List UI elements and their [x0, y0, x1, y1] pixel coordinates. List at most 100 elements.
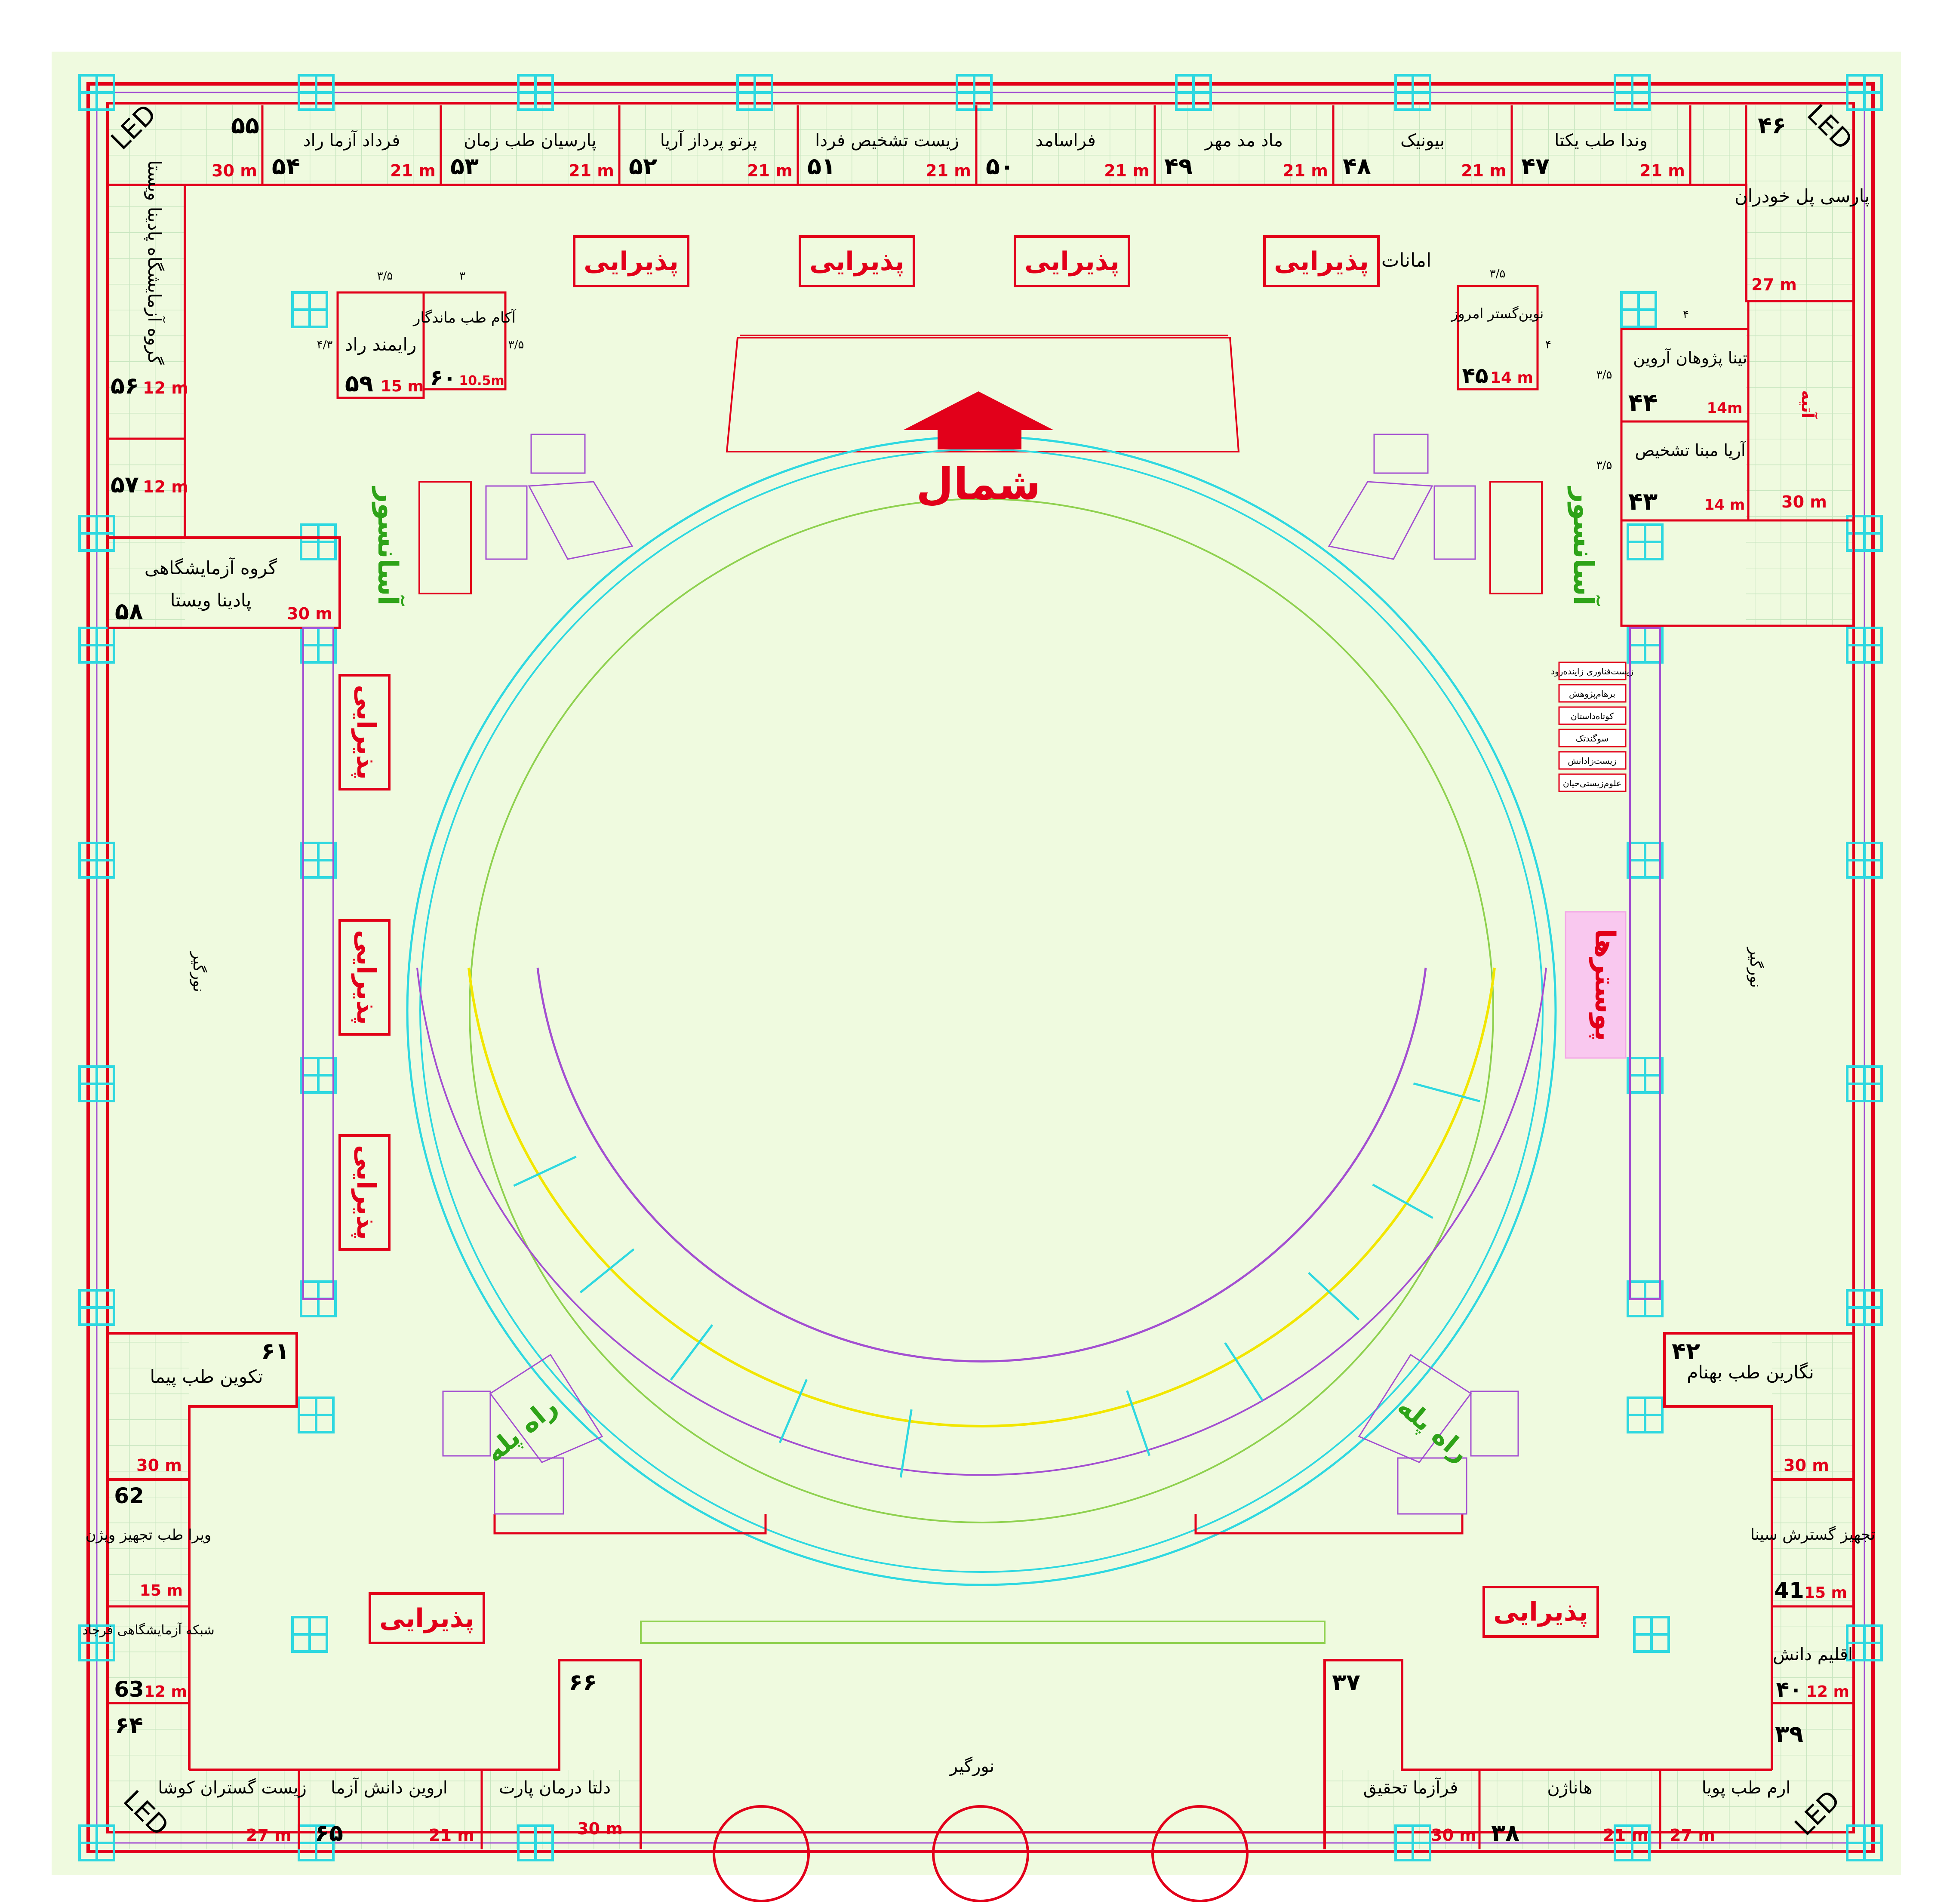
bottom-hall-wall-right: [1194, 1514, 1464, 1535]
small-list-box: [1558, 706, 1627, 725]
booth-37-num: ۳۷: [1332, 1669, 1360, 1696]
booth-zone-bottom-right: [1772, 1333, 1854, 1849]
stair-top-left: [485, 434, 634, 560]
reception-label: پذیرایی: [1274, 246, 1369, 277]
gallery-arc-yellow: [467, 967, 1496, 1428]
booth-7-num: ۴۸: [1343, 153, 1371, 180]
dim-note: ۴/۳: [317, 338, 333, 351]
small-exhibitor-list: زیست‌فناوری زاینده‌رودبرهام‌پژوهشکوتاه‌د…: [1551, 661, 1633, 792]
light-well-right: نورگیر: [1747, 947, 1765, 988]
gallery-partitions: [513, 1082, 1480, 1478]
booth-65-num: ۶۵: [315, 1819, 343, 1846]
reception-label: پذیرایی: [351, 1145, 381, 1240]
stair-top-right: [1328, 434, 1476, 560]
gallery-arc-outer-purple: [416, 967, 1547, 1476]
booth-42-name: نگارین طب بهنام: [1687, 1362, 1814, 1383]
booth-46-size: 27 m: [1751, 275, 1797, 294]
booth-5-name: فراسامد: [1035, 131, 1095, 151]
booth-1-size: 21 m: [390, 161, 436, 180]
booth-3-num: ۵۲: [629, 153, 657, 180]
booth-63-size: 12 m: [144, 1683, 187, 1701]
gallery-partition: [1126, 1390, 1151, 1456]
reception-box: [1014, 235, 1130, 287]
booth-4-name: زیست تشخیص فردا: [815, 131, 959, 151]
booth-7-size: 21 m: [1461, 161, 1507, 180]
booth-60-outline: [422, 291, 507, 391]
dim-note: ۳/۵: [1596, 369, 1612, 381]
central-hall-outline: [726, 337, 1240, 452]
small-list-box: [1558, 661, 1627, 680]
dim-note: ۴: [1683, 308, 1689, 321]
booth-2-num: ۵۳: [450, 153, 479, 180]
stair-bottom-right: [1358, 1353, 1519, 1515]
booth-7-name: بیونیک: [1400, 131, 1445, 151]
booth-60-size: 10.5m: [459, 373, 504, 388]
reception-box: [338, 1134, 391, 1251]
outer-wall: [86, 82, 1875, 1853]
booth-bl-name: زیست گستران کوشا: [158, 1778, 307, 1798]
gallery-partition: [670, 1324, 714, 1381]
poster-label: پوسترها: [1589, 929, 1621, 1041]
booth-zone-right: [1746, 105, 1854, 626]
booth-63-num: 63: [114, 1677, 144, 1702]
columns: [78, 74, 1883, 1861]
booth-zone-left: [108, 105, 185, 628]
booth-42-num: ۴۲: [1672, 1338, 1700, 1365]
dim-note: ۳/۵: [1490, 268, 1506, 280]
booth-58-name-1: گروه آزمایشگاهی: [145, 557, 277, 578]
booth-3-name: پرتو پرداز آریا: [660, 130, 757, 151]
gallery-arc-purple: [536, 967, 1427, 1363]
booth-6-size: 21 m: [1283, 161, 1328, 180]
elevator-left-label: آسانسور: [372, 486, 405, 606]
booth-40-num: ۴۰: [1776, 1677, 1802, 1702]
booth-66-num: ۶۶: [569, 1669, 597, 1696]
reception-label: پذیرایی: [379, 1603, 474, 1633]
booth-58-size: 30 m: [287, 604, 332, 623]
stair-bottom-left: [442, 1353, 603, 1515]
booth-65-size: 21 m: [429, 1826, 474, 1845]
booth-60-name: آکام طب ماندگار: [412, 309, 517, 326]
reception-box: [573, 235, 689, 287]
small-list-label: سوگند‌تک: [1576, 733, 1609, 744]
booth-5-num: ۵۰: [986, 153, 1014, 180]
reception-box: [338, 674, 391, 791]
dim-note: ۳: [459, 270, 465, 283]
booth-64-num: ۶۴: [115, 1712, 143, 1739]
booth-2-size: 21 m: [569, 161, 614, 180]
booth-44-size: 14m: [1707, 400, 1743, 417]
booth-66-outline: [189, 1659, 642, 1849]
booth-zone-top: [108, 105, 1746, 185]
reception-box: [1482, 1586, 1599, 1638]
booth-60-num: ۶۰: [430, 365, 456, 390]
booth-tall-size: 30 m: [1781, 492, 1827, 511]
small-list-label: علوم‌زیستی‌حیان: [1563, 778, 1621, 788]
small-list-label: زیست‌زادانش: [1568, 756, 1616, 766]
gallery-partition: [1224, 1342, 1264, 1401]
reception-label: پذیرایی: [351, 930, 381, 1025]
booth-56-num: ۵۶: [111, 372, 139, 399]
entrance-column-2: [932, 1805, 1029, 1902]
booth-2-name: پارسیان طب زمان: [464, 131, 597, 151]
gallery-partition: [513, 1156, 577, 1187]
booth-61-name: تکوین طب پیما: [150, 1366, 263, 1387]
booth-57-size: 12 m: [143, 477, 188, 496]
booth-4-size: 21 m: [926, 161, 971, 180]
light-well-bottom: نورگیر: [949, 1756, 994, 1776]
north-label: شمال: [916, 459, 1041, 509]
booth-4-num: ۵۱: [807, 153, 836, 180]
light-well-left: نورگیر: [190, 951, 208, 992]
booth-0-num: ۵۵: [231, 112, 259, 139]
booth-br-name: ارم طب پویا: [1702, 1778, 1791, 1798]
booth-45-num: ۴۵: [1462, 363, 1488, 388]
booth-1-name: فرداد آزما راد: [303, 130, 400, 151]
booth-57-num: ۵۷: [111, 471, 139, 498]
right-corridor-wall: [1629, 627, 1661, 1300]
gallery-partition: [778, 1379, 808, 1443]
booth-3-size: 21 m: [747, 161, 793, 180]
booth-43-size: 14 m: [1704, 496, 1745, 514]
small-list-box: [1558, 751, 1627, 770]
north-arrow-icon: [903, 391, 1054, 449]
booth-9-num: ۴۶: [1758, 112, 1786, 139]
booth-58-num: ۵۸: [115, 598, 143, 625]
